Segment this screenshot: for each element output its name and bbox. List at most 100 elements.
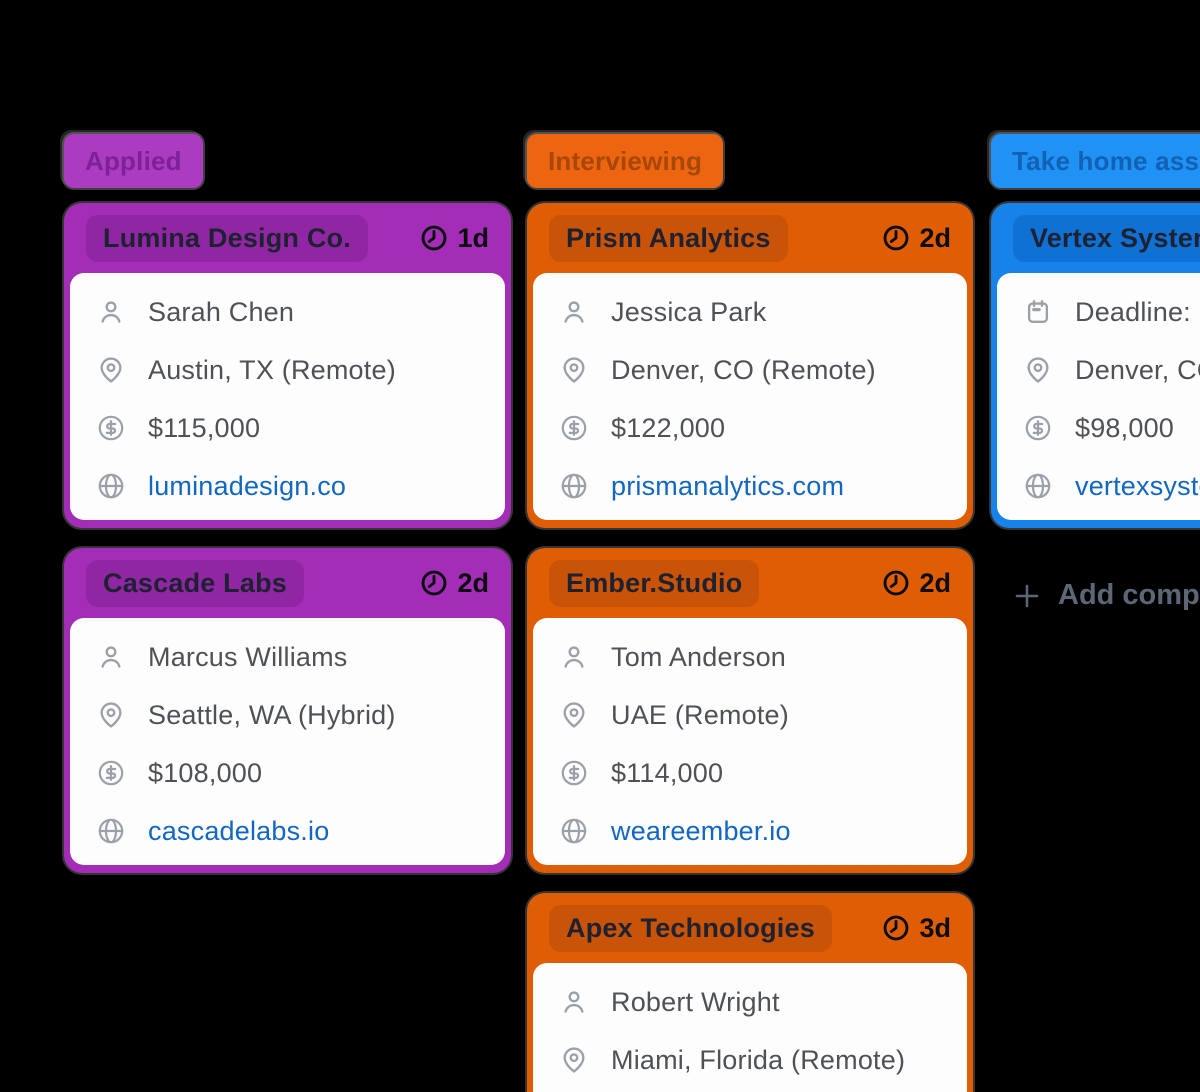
time-in-stage-badge: 2d [420, 568, 489, 599]
card-detail-text: $115,000 [148, 412, 261, 443]
job-card-header: Apex Technologies 3d [527, 893, 973, 963]
globe-icon [560, 472, 588, 500]
job-card[interactable]: Prism Analytics 2d Jessica Park Denver, … [527, 203, 973, 528]
person-icon [560, 988, 588, 1016]
company-website-link[interactable]: prismanalytics.com [611, 470, 845, 501]
time-in-stage-value: 1d [457, 222, 489, 253]
clock-icon [882, 569, 910, 597]
card-detail-row: Miami, Florida (Remote) [560, 1031, 967, 1089]
job-card-body: Deadline: Denver, CO (Remote) $98,000 ve… [997, 273, 1200, 520]
clock-icon [882, 914, 910, 942]
salary-icon [560, 414, 588, 442]
card-detail-row: $114,000 [560, 744, 967, 802]
time-in-stage-badge: 2d [882, 223, 951, 254]
job-card-body: Jessica Park Denver, CO (Remote) $122,00… [533, 273, 967, 520]
card-detail-text: Denver, CO (Remote) [1075, 354, 1200, 385]
card-detail-text: $114,000 [611, 757, 724, 788]
clock-icon [420, 569, 448, 597]
job-card[interactable]: Lumina Design Co. 1d Sarah Chen Austin, … [64, 203, 511, 528]
board-column-applied: Applied Lumina Design Co. 1d Sarah Chen … [64, 134, 511, 893]
time-in-stage-value: 2d [919, 222, 951, 253]
card-detail-row: vertexsystems.com [1024, 457, 1200, 515]
board-column-interviewing: Interviewing Prism Analytics 2d Jessica … [527, 134, 973, 1092]
card-detail-text: Tom Anderson [611, 641, 786, 672]
column-status-label-interviewing: Interviewing [527, 134, 724, 188]
card-detail-row: Tom Anderson [560, 628, 967, 686]
time-in-stage-value: 2d [919, 567, 951, 598]
job-card-body: Sarah Chen Austin, TX (Remote) $115,000 … [70, 273, 505, 520]
job-card[interactable]: Cascade Labs 2d Marcus Williams Seattle,… [64, 548, 511, 873]
company-title: Prism Analytics [549, 214, 788, 262]
card-detail-text: Deadline: [1075, 296, 1191, 327]
company-website-link[interactable]: cascadelabs.io [148, 815, 330, 846]
company-website-link[interactable]: luminadesign.co [148, 470, 347, 501]
card-detail-row: Denver, CO (Remote) [560, 341, 967, 399]
company-title: Ember.Studio [549, 559, 760, 607]
card-detail-row: weareember.io [560, 802, 967, 860]
job-card[interactable]: Apex Technologies 3d Robert Wright Miami… [527, 893, 973, 1092]
card-detail-row: Robert Wright [560, 973, 967, 1031]
time-in-stage-value: 2d [457, 567, 489, 598]
card-detail-row: cascadelabs.io [97, 802, 505, 860]
person-icon [560, 643, 588, 671]
card-detail-row: prismanalytics.com [560, 457, 967, 515]
card-detail-text: Seattle, WA (Hybrid) [148, 699, 396, 730]
card-detail-text: Jessica Park [611, 296, 767, 327]
column-status-label-take-home: Take home assignment [991, 134, 1200, 188]
card-detail-row: $115,000 [97, 399, 505, 457]
person-icon [560, 298, 588, 326]
company-title: Lumina Design Co. [86, 214, 368, 262]
globe-icon [97, 472, 125, 500]
card-detail-row: luminadesign.co [97, 457, 505, 515]
company-website-link[interactable]: weareember.io [611, 815, 791, 846]
job-card-header: Cascade Labs 2d [64, 548, 511, 618]
card-detail-text: Miami, Florida (Remote) [611, 1044, 906, 1075]
job-card[interactable]: Vertex Systems Deadline: Denver, CO (Rem… [991, 203, 1200, 528]
globe-icon [97, 817, 125, 845]
calendar-icon [1024, 298, 1052, 326]
card-detail-row: $98,000 [1024, 399, 1200, 457]
job-card[interactable]: Ember.Studio 2d Tom Anderson UAE (Remote… [527, 548, 973, 873]
card-detail-row: Austin, TX (Remote) [97, 341, 505, 399]
job-card-header: Vertex Systems [991, 203, 1200, 273]
card-detail-text: $98,000 [1075, 412, 1174, 443]
job-card-body: Tom Anderson UAE (Remote) $114,000 weare… [533, 618, 967, 865]
board-column-take-home: Take home assignment Vertex Systems Dead… [991, 134, 1200, 612]
salary-icon [97, 759, 125, 787]
globe-icon [1024, 472, 1052, 500]
job-card-header: Lumina Design Co. 1d [64, 203, 511, 273]
person-icon [97, 643, 125, 671]
card-detail-text: $122,000 [611, 412, 726, 443]
location-pin-icon [97, 356, 125, 384]
card-detail-text: Austin, TX (Remote) [148, 354, 396, 385]
time-in-stage-badge: 3d [882, 913, 951, 944]
company-title: Apex Technologies [549, 904, 832, 952]
company-title: Cascade Labs [86, 559, 304, 607]
globe-icon [560, 817, 588, 845]
salary-icon [1024, 414, 1052, 442]
location-pin-icon [97, 701, 125, 729]
card-detail-text: UAE (Remote) [611, 699, 789, 730]
card-detail-text: Marcus Williams [148, 641, 348, 672]
card-detail-text: Robert Wright [611, 986, 780, 1017]
salary-icon [560, 759, 588, 787]
card-detail-row: $122,000 [560, 399, 967, 457]
job-card-body: Robert Wright Miami, Florida (Remote) [533, 963, 967, 1092]
card-detail-row: UAE (Remote) [560, 686, 967, 744]
person-icon [97, 298, 125, 326]
time-in-stage-value: 3d [919, 912, 951, 943]
salary-icon [97, 414, 125, 442]
clock-icon [420, 224, 448, 252]
location-pin-icon [560, 1046, 588, 1074]
card-detail-row: Denver, CO (Remote) [1024, 341, 1200, 399]
company-website-link[interactable]: vertexsystems.com [1075, 470, 1200, 501]
card-detail-row: Marcus Williams [97, 628, 505, 686]
card-detail-row: Deadline: [1024, 283, 1200, 341]
card-detail-row: Jessica Park [560, 283, 967, 341]
add-company-button[interactable]: Add company [1011, 579, 1200, 612]
job-card-body: Marcus Williams Seattle, WA (Hybrid) $10… [70, 618, 505, 865]
column-status-label-applied: Applied [64, 134, 203, 188]
card-detail-text: $108,000 [148, 757, 263, 788]
time-in-stage-badge: 2d [882, 568, 951, 599]
